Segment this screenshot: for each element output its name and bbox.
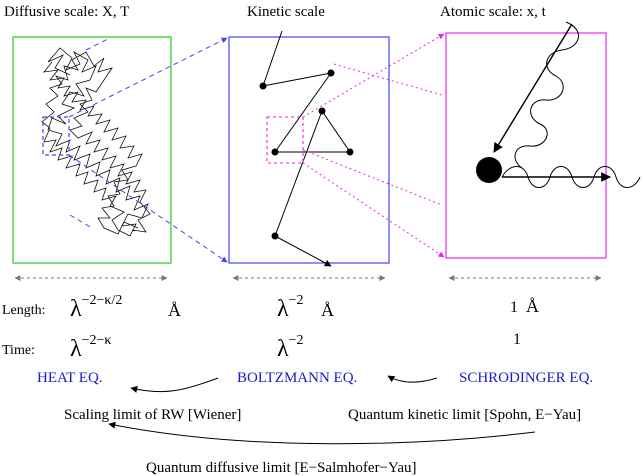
scatterer-points	[259, 69, 354, 240]
atom-nucleus	[476, 157, 502, 183]
zoom-projection-line	[302, 162, 445, 258]
zoom-projection-line	[69, 214, 93, 229]
zoom-projection-line	[68, 37, 228, 118]
length-row-label: Length:	[2, 303, 46, 318]
lambda-symbol: λ	[277, 296, 289, 322]
diffusive-length-value: λ−2−κ/2	[70, 293, 122, 322]
heat-equation-label: HEAT EQ.	[37, 370, 103, 386]
diffusive-limit-arrow	[108, 421, 536, 445]
kinetic-length-exponent: −2	[289, 293, 304, 308]
incoming-particle-arrow	[493, 23, 573, 153]
atomic-time-value: 1	[513, 331, 521, 348]
zoom-projection-line	[68, 154, 228, 263]
diffusive-scale-title: Diffusive scale: X, T	[4, 4, 129, 20]
atomic-length-value: 1	[510, 299, 518, 316]
zoom-projection-line	[333, 63, 443, 96]
kinetic-zoom-box	[266, 116, 304, 164]
incoming-wave-path	[514, 21, 579, 169]
kinetic-time-exponent: −2	[289, 333, 304, 348]
kinetic-limit-label: Quantum kinetic limit [Spohn, E−Yau]	[348, 407, 581, 423]
kinetic-panel-frame	[228, 36, 390, 264]
zoom-projection-line	[85, 37, 111, 51]
atomic-scale-title: Atomic scale: x, t	[440, 4, 547, 20]
atomic-panel-frame	[445, 32, 607, 259]
atomic-length-unit: Å	[526, 296, 539, 316]
outgoing-wave-path	[501, 166, 641, 188]
kinetic-length-unit: Å	[321, 300, 334, 320]
time-row-label: Time:	[2, 343, 35, 358]
kinetic-time-value: λ−2	[277, 333, 304, 362]
wiener-limit-arrow	[130, 377, 219, 393]
diffusive-length-unit: Å	[168, 300, 181, 320]
kinetic-limit-arrow	[387, 375, 438, 383]
diffusive-zoom-box	[42, 116, 70, 156]
lambda-symbol: λ	[70, 296, 82, 322]
kinetic-scale-title: Kinetic scale	[247, 4, 325, 20]
diffusive-length-exponent: −2−κ/2	[82, 293, 123, 308]
kinetic-trajectory	[262, 30, 351, 267]
lambda-symbol: λ	[277, 336, 289, 362]
diffusive-panel-frame	[12, 36, 172, 264]
diffusive-time-exponent: −2−κ	[82, 333, 112, 348]
boltzmann-equation-label: BOLTZMANN EQ.	[237, 370, 357, 386]
diffusive-limit-label: Quantum diffusive limit [E−Salmhofer−Yau…	[146, 460, 417, 476]
kinetic-length-value: λ−2	[277, 293, 304, 322]
wiener-limit-label: Scaling limit of RW [Wiener]	[64, 407, 241, 423]
diffusive-time-value: λ−2−κ	[70, 333, 112, 362]
random-walk-path	[41, 47, 151, 237]
schrodinger-equation-label: SCHRODINGER EQ.	[459, 370, 593, 386]
lambda-symbol: λ	[70, 336, 82, 362]
